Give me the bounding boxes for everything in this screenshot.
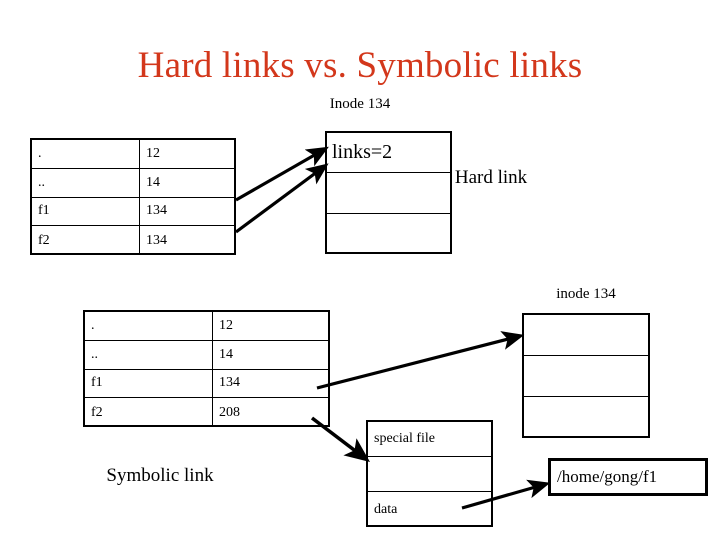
dir-entry-inode: 14 xyxy=(146,174,160,190)
dir-entry-name: f2 xyxy=(32,226,140,255)
inode-links-count: links=2 xyxy=(332,141,393,164)
table-row: .. 14 xyxy=(32,168,234,198)
dir-entry-name: f2 xyxy=(85,398,213,427)
page-title: Hard links vs. Symbolic links xyxy=(137,45,583,86)
table-row: f2 134 xyxy=(32,226,234,255)
symlink-target-path-box: /home/gong/f1 xyxy=(548,458,708,496)
inode-box-row xyxy=(524,397,648,438)
arrow-f2-to-inode-hard xyxy=(235,163,329,234)
dir-entry-inode: 14 xyxy=(219,346,233,362)
table-row: . 12 xyxy=(85,312,328,341)
dir-entry-name: f1 xyxy=(32,197,140,226)
inode-box-cell-empty xyxy=(327,173,450,212)
hard-link-directory-table: . 12 .. 14 f1 134 f2 134 xyxy=(30,138,236,255)
dir-entry-name: .. xyxy=(85,340,213,369)
special-file-row: special file xyxy=(368,422,491,457)
dir-entry-inode: 134 xyxy=(146,232,167,248)
special-file-label: special file xyxy=(374,431,436,446)
inode-box-row xyxy=(327,214,450,254)
inode-box-cell-empty xyxy=(327,214,450,254)
symbolic-link-label: Symbolic link xyxy=(106,465,214,486)
table-row: f1 134 xyxy=(32,197,234,227)
inode-top-label: Inode 134 xyxy=(329,96,391,112)
dir-entry-inode: 134 xyxy=(219,375,240,391)
inode-box-row xyxy=(524,356,648,397)
inode-box-cell-empty xyxy=(524,397,648,438)
special-file-row: data xyxy=(368,492,491,527)
symbolic-link-directory-table: . 12 .. 14 f1 134 f2 208 xyxy=(83,310,330,427)
dir-entry-name: .. xyxy=(32,168,140,197)
inode-box-cell-empty xyxy=(524,315,648,355)
dir-entry-name: . xyxy=(32,140,140,168)
dir-entry-inode: 12 xyxy=(146,145,160,161)
special-file-row xyxy=(368,457,491,492)
symbolic-link-inode-box xyxy=(522,313,650,438)
special-file-data-label: data xyxy=(374,501,398,517)
arrow-f1-to-inode-sym xyxy=(316,331,525,390)
inode-box-row xyxy=(327,173,450,214)
dir-entry-inode: 208 xyxy=(219,404,240,420)
dir-entry-name: f1 xyxy=(85,369,213,398)
special-file-cell-empty xyxy=(368,457,491,491)
inode-box-cell-empty xyxy=(524,356,648,396)
table-row: f1 134 xyxy=(85,369,328,399)
dir-entry-inode: 134 xyxy=(146,203,167,219)
hard-link-label: Hard link xyxy=(454,167,528,188)
hard-link-inode-box: links=2 xyxy=(325,131,452,254)
table-row: .. 14 xyxy=(85,340,328,370)
dir-entry-inode: 12 xyxy=(219,317,233,333)
dir-entry-name: . xyxy=(85,312,213,340)
inode-box-row xyxy=(524,315,648,356)
table-row: f2 208 xyxy=(85,398,328,427)
table-row: . 12 xyxy=(32,140,234,169)
inode-box-row: links=2 xyxy=(327,133,450,174)
special-file-box: special file data xyxy=(366,420,493,527)
inode-bottom-label: inode 134 xyxy=(556,286,616,302)
arrow-f1-to-inode-hard xyxy=(235,146,329,202)
